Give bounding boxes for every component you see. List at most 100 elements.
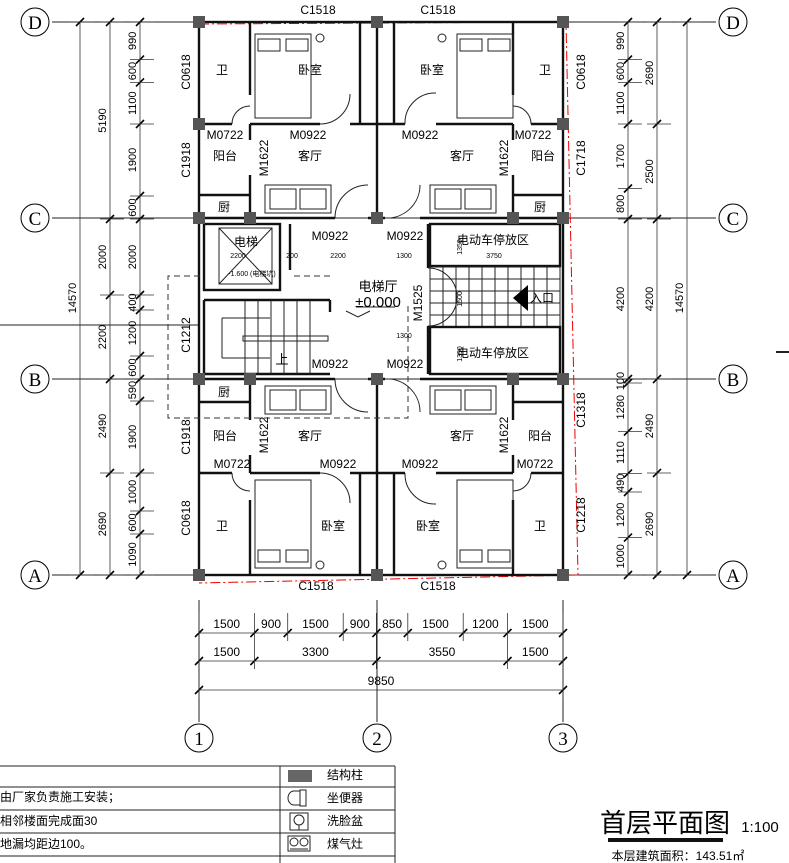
- dim-left-inner: 600: [127, 358, 139, 376]
- stair-outline: [167, 275, 409, 419]
- dim-bottom-row1: 900: [261, 617, 281, 631]
- structural-column: [507, 373, 519, 385]
- inner-dimension: 1300: [396, 253, 412, 260]
- room-label: 卧室: [298, 62, 322, 77]
- legend-note: 地漏均距边100。: [0, 837, 92, 851]
- room-label: 卧室: [416, 518, 440, 533]
- room-label: 电动车停放区: [457, 232, 529, 247]
- structural-column: [557, 118, 569, 130]
- room-label: 阳台: [531, 148, 555, 163]
- floor-drain-icon: [315, 560, 325, 570]
- structural-column: [371, 373, 383, 385]
- room-label: 客厅: [450, 148, 474, 163]
- room-label: 客厅: [298, 148, 322, 163]
- room-label: 卫: [534, 519, 546, 533]
- structural-columns: [193, 16, 569, 581]
- window-label-left: C1918: [179, 142, 193, 178]
- dim-right-mid: 2690: [644, 61, 656, 85]
- door-label: M0922: [387, 229, 424, 243]
- floor-area-label: 本层建筑面积：143.51㎡: [612, 848, 745, 863]
- axis-label: A: [726, 566, 740, 587]
- inner-dimension: 3750: [486, 253, 502, 260]
- structural-column: [193, 16, 205, 28]
- inner-dimension: 2200: [330, 253, 346, 260]
- entrance-arrow-icon: [513, 285, 528, 311]
- structural-column: [244, 373, 256, 385]
- door-label: M0722: [515, 128, 552, 142]
- furniture: [231, 33, 532, 570]
- structural-column: [507, 212, 519, 224]
- dim-right-inner: 1100: [615, 91, 627, 115]
- door-label: M0922: [387, 357, 424, 371]
- window-label-left: C1918: [179, 419, 193, 455]
- dim-left-inner: 1200: [127, 321, 139, 345]
- floor-drain-icon: [315, 33, 325, 43]
- door-label: M0922: [312, 229, 349, 243]
- door-swing: [384, 378, 421, 413]
- window-label-bottom: C1518: [298, 579, 334, 593]
- door-label: M0922: [290, 128, 327, 142]
- inner-dimension: 1500: [457, 291, 464, 307]
- room-label: 电梯: [234, 235, 258, 249]
- toilet-symbol-icon: [287, 789, 307, 807]
- axis-label: B: [29, 370, 42, 391]
- drawing-scale: 1:100: [741, 819, 779, 836]
- structural-column: [193, 118, 205, 130]
- dim-bottom-total: 9850: [368, 674, 395, 688]
- axis-label: 2: [372, 729, 382, 750]
- axis-label: D: [726, 13, 740, 34]
- legend-item: 坐便器: [327, 791, 363, 805]
- room-label: 客厅: [450, 428, 474, 443]
- axis-label: C: [727, 209, 740, 230]
- dim-bottom-row1: 850: [382, 617, 402, 631]
- axis-bubble: [718, 560, 748, 590]
- door-swing: [427, 267, 458, 298]
- dim-left-total: 14570: [67, 283, 79, 314]
- sofa-icon: [429, 385, 497, 415]
- inner-dimension: 1300: [396, 333, 412, 340]
- room-label: ±0.000: [355, 294, 401, 311]
- door-label: M1525: [411, 284, 425, 321]
- window-label-left: C0618: [179, 500, 193, 536]
- dim-left-inner: 990: [127, 32, 139, 50]
- structural-column: [193, 373, 205, 385]
- door-swing: [512, 472, 532, 492]
- bed-icon: [456, 33, 514, 119]
- door-swing: [512, 105, 532, 125]
- dim-bottom-row1: 1500: [422, 617, 449, 631]
- door-label: M0722: [214, 457, 251, 471]
- axis-bubble: [20, 560, 50, 590]
- legend-note: 相邻楼面完成面30: [0, 813, 98, 828]
- dim-bottom-row2: 3550: [429, 645, 456, 659]
- dim-right-inner: 1200: [615, 503, 627, 527]
- door-swing: [319, 93, 351, 125]
- dimension-lines: [79, 22, 688, 691]
- window-label-left: C1212: [179, 317, 193, 353]
- structural-column: [193, 569, 205, 581]
- axis-bubble: [718, 7, 748, 37]
- dim-right-inner: 1280: [615, 395, 627, 419]
- door-label: M0922: [402, 128, 439, 142]
- dimension-ticks: [70, 17, 701, 698]
- room-label: 阳台: [528, 428, 552, 443]
- bed-icon: [456, 479, 514, 569]
- dim-right-mid: 2500: [644, 159, 656, 183]
- structural-column: [557, 373, 569, 385]
- window-label-right: C0618: [574, 54, 588, 90]
- room-label: 入口: [530, 291, 554, 305]
- dim-left-mid: 2490: [97, 414, 109, 438]
- room-label: 卫: [216, 63, 228, 77]
- door-label: M0722: [517, 457, 554, 471]
- door-label: M1622: [497, 139, 511, 176]
- window-label-top: C1518: [300, 3, 336, 17]
- dim-right-mid: 4200: [644, 287, 656, 311]
- door-label: M1622: [497, 416, 511, 453]
- door-swing: [334, 378, 369, 413]
- structural-column: [193, 212, 205, 224]
- dim-right-inner: 1000: [615, 544, 627, 568]
- washbasin-symbol-icon: [289, 812, 309, 831]
- door-label: M0722: [207, 128, 244, 142]
- room-label: 厨: [534, 200, 546, 214]
